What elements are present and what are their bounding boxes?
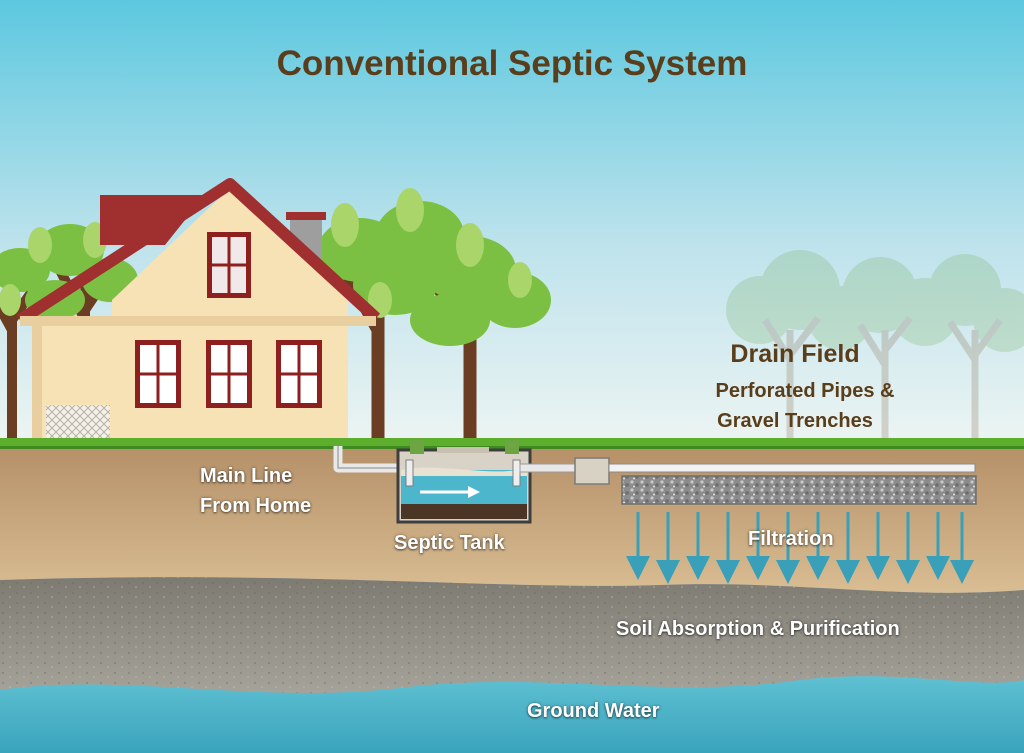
main-line-label-line2: From Home [200,495,312,517]
background-trees [726,250,1024,445]
house [16,178,381,442]
distribution-box [574,457,610,485]
page-title: Conventional Septic System [276,44,748,83]
drain-field-trench [608,463,977,505]
drain-field-label: Drain Field [730,340,860,368]
house-trees [318,188,551,449]
septic-tank [396,440,532,524]
main-line-label-line1: Main Line [200,465,293,487]
ground-water-layer [0,676,1024,753]
drain-field-desc-line2: Gravel Trenches [717,410,873,432]
filtration-arrows [626,512,974,584]
septic-tank-label: Septic Tank [394,532,505,554]
filtration-label: Filtration [748,528,834,550]
drain-field-desc-line1: Perforated Pipes & [715,380,895,402]
ground-water-label: Ground Water [527,700,660,722]
soil-absorption-label: Soil Absorption & Purification [616,618,900,640]
left-trees [0,222,138,445]
